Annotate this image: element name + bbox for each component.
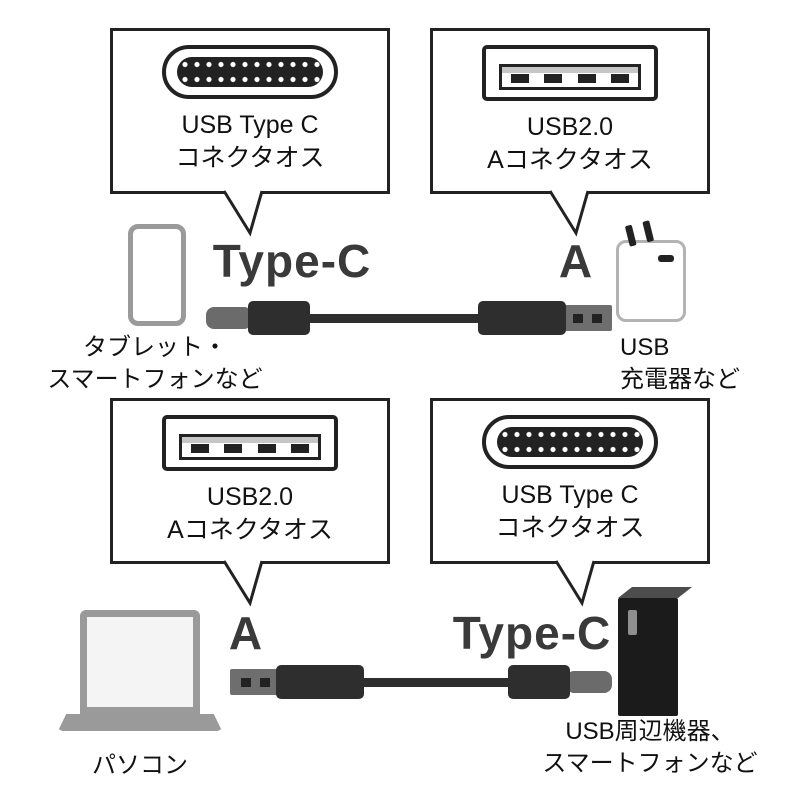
usb-a-connector-icon: [482, 45, 658, 101]
usb-charger-icon: [616, 220, 686, 322]
prong: [624, 224, 637, 247]
cable-cord: [360, 677, 512, 687]
usb-a-tongue: [499, 64, 641, 90]
contact-pad: [191, 444, 209, 453]
type-c-plug-body: [508, 665, 570, 699]
laptop-label: パソコン: [92, 752, 188, 779]
callout-line1: USB Type C: [181, 111, 319, 139]
contact-pad: [257, 444, 276, 453]
smartphone-label: タブレット・ スマートフォンなど: [47, 334, 263, 394]
shell-hole: [259, 677, 270, 687]
callout-tail: [222, 190, 264, 237]
usb-a-plug-tip: [230, 669, 280, 695]
usb-a-connector-icon: [162, 415, 338, 471]
usb-a-strip: [182, 437, 318, 443]
callout-tail: [554, 560, 596, 607]
usb-a-strip: [502, 67, 638, 73]
contact-pad: [544, 74, 563, 83]
laptop-icon: [58, 610, 222, 731]
callout-line1: USB Type C: [501, 481, 639, 509]
cable-cord: [306, 313, 482, 323]
callout-top-left-type-c: USB Type C コネクタオス: [110, 28, 390, 194]
shell-hole: [240, 677, 251, 687]
callout-line1: USB2.0: [526, 113, 614, 141]
charger-label: USB 充電器など: [620, 334, 740, 394]
contact-pad: [511, 74, 529, 83]
smartphone-icon: [128, 224, 186, 326]
type-c-plug-label: Type-C: [212, 235, 372, 287]
cable-a-to-type-c: [230, 662, 612, 702]
type-c-plug-body: [248, 301, 310, 335]
type-c-plug-tip: [206, 307, 252, 329]
type-c-plug-label: Type-C: [452, 607, 612, 659]
usb-a-plug-label: A: [558, 235, 594, 287]
callout-top-right-usb-a: USB2.0 Aコネクタオス: [430, 28, 710, 194]
shell-hole: [572, 313, 583, 323]
callout-line1: USB2.0: [206, 483, 294, 511]
usb-type-c-connector-icon: [162, 45, 338, 99]
contact-pad: [577, 74, 596, 83]
usb-a-plug-body: [478, 301, 566, 335]
shell-hole: [591, 313, 602, 323]
usb-a-contacts: [182, 444, 318, 453]
device-slot: [628, 610, 637, 635]
usb-type-c-connector-icon: [482, 415, 658, 469]
callout-bottom-right-type-c: USB Type C コネクタオス: [430, 398, 710, 564]
device-top-face: [618, 587, 692, 598]
usb-port: [658, 255, 674, 262]
usb-type-c-pins: [497, 427, 643, 457]
usb-a-plug-tip: [562, 305, 612, 331]
callout-tail: [222, 560, 264, 607]
callout-line2: Aコネクタオス: [487, 146, 653, 174]
laptop-base: [58, 714, 222, 731]
contact-pad: [290, 444, 309, 453]
contact-pad: [224, 444, 243, 453]
peripheral-label: USB周辺機器、 スマートフォンなど: [542, 718, 758, 778]
callout-line2: Aコネクタオス: [167, 516, 333, 544]
usb-a-plug-body: [276, 665, 364, 699]
callout-line2: コネクタオス: [175, 144, 325, 172]
prong: [642, 220, 655, 243]
usb-type-c-pins: [177, 57, 323, 87]
callout-bottom-left-usb-a: USB2.0 Aコネクタオス: [110, 398, 390, 564]
usb-a-contacts: [502, 74, 638, 83]
plug-prongs: [624, 220, 655, 247]
usb-a-tongue: [179, 434, 321, 460]
callout-tail: [548, 190, 590, 237]
contact-pad: [610, 74, 629, 83]
laptop-screen: [80, 610, 200, 714]
peripheral-device-icon: [618, 587, 692, 716]
usb-a-plug-label: A: [228, 607, 264, 659]
type-c-plug-tip: [566, 671, 612, 693]
cable-type-c-to-a: [206, 298, 612, 338]
callout-line2: コネクタオス: [495, 514, 645, 542]
